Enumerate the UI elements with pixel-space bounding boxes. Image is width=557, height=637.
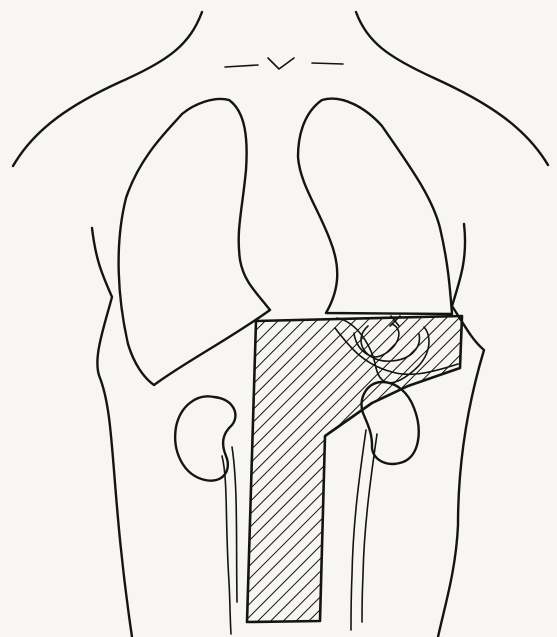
clavicle-right-mark (312, 63, 343, 64)
